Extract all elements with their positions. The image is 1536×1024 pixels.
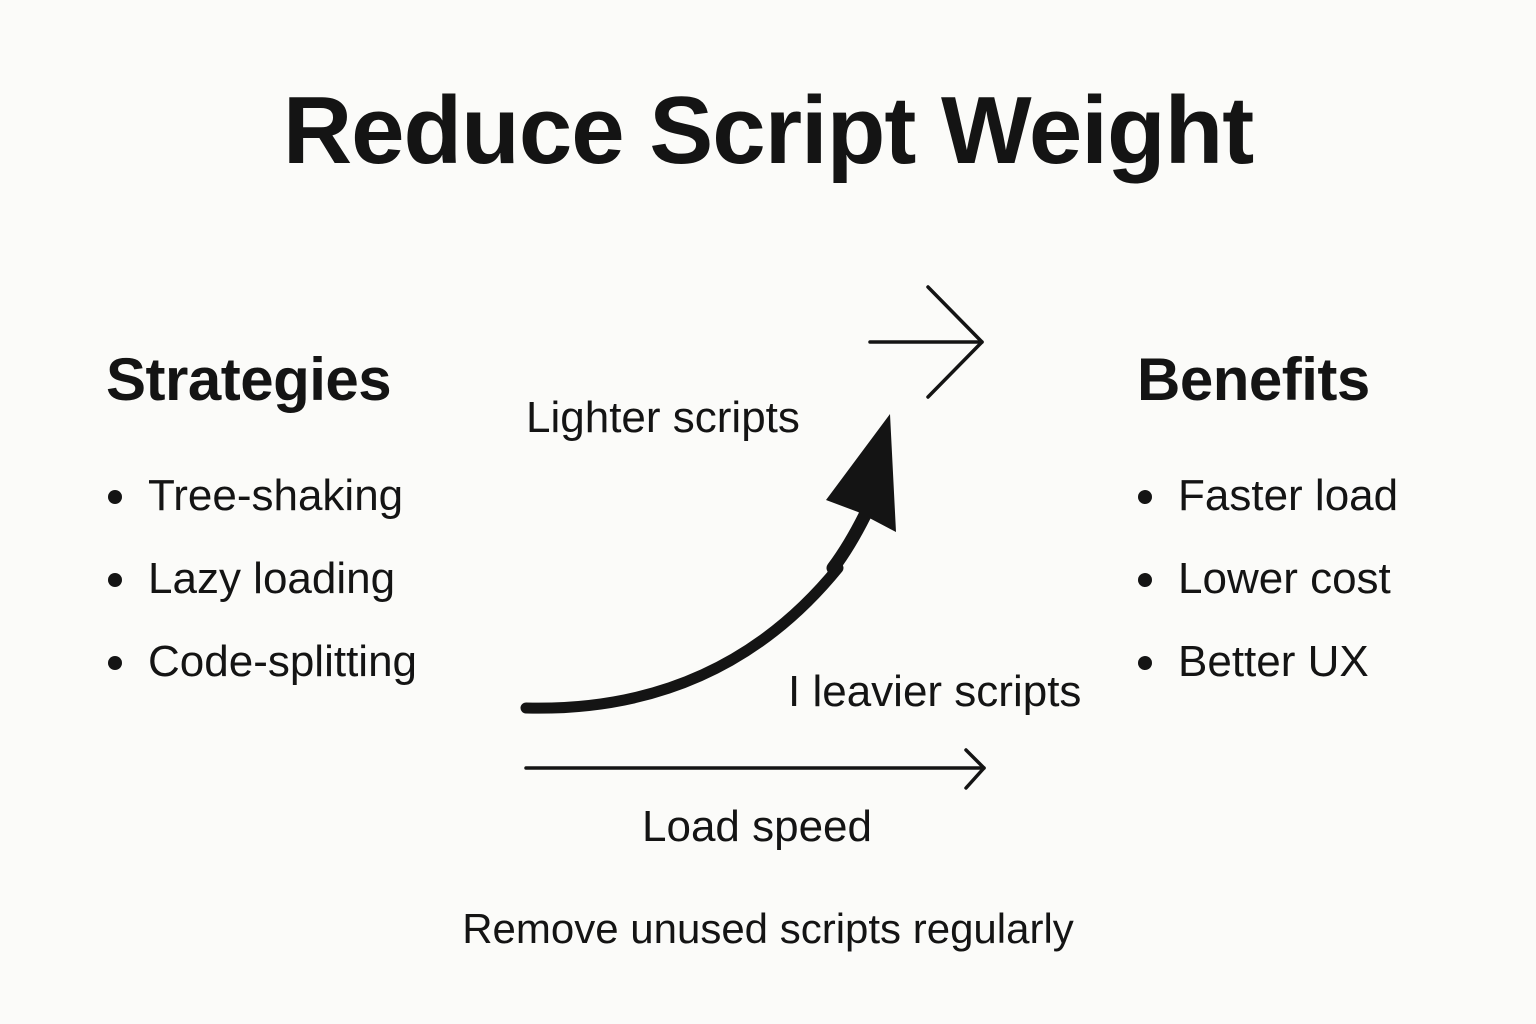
load-speed-axis-arrow-icon [524,748,986,790]
benefit-item-label: Faster load [1178,471,1399,520]
bullet-icon [108,656,122,670]
footer-note: Remove unused scripts regularly [462,905,1074,952]
benefits-heading: Benefits [1137,346,1370,413]
benefit-item: Faster load [1138,470,1398,553]
bullet-icon [1138,490,1152,504]
bullet-icon [108,490,122,504]
strategies-list: Tree-shaking Lazy loading Code-splitting [108,470,417,719]
benefit-item: Lower cost [1138,553,1398,636]
strategy-item-label: Tree-shaking [148,471,404,520]
strategy-item-label: Lazy loading [148,554,396,603]
strategy-item: Code-splitting [108,636,417,719]
benefit-item-label: Better UX [1178,637,1369,686]
strategy-item: Tree-shaking [108,470,417,553]
load-speed-label: Load speed [642,802,872,851]
heavier-scripts-label: I leavier scripts [788,667,1082,716]
lighter-scripts-label: Lighter scripts [526,393,800,442]
strategy-item-label: Code-splitting [148,637,418,686]
strategies-heading: Strategies [106,346,392,413]
benefits-list: Faster load Lower cost Better UX [1138,470,1398,719]
strategy-item: Lazy loading [108,553,417,636]
bullet-icon [1138,573,1152,587]
bullet-icon [1138,656,1152,670]
benefit-item: Better UX [1138,636,1398,719]
rising-curve-arrow-icon [520,414,896,714]
page-title: Reduce Script Weight [282,77,1254,184]
bullet-icon [108,573,122,587]
top-right-arrow-icon [868,285,984,399]
benefit-item-label: Lower cost [1178,554,1391,603]
